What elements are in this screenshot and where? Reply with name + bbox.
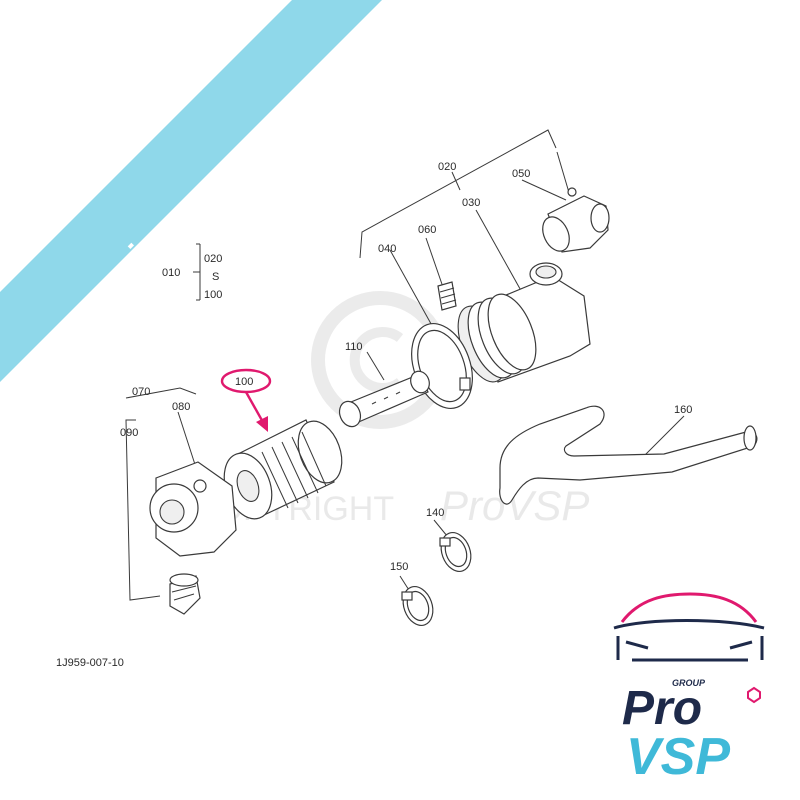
callout-030: 030 <box>462 197 480 209</box>
part-060-label <box>437 281 457 311</box>
callout-010: 010 <box>162 267 180 279</box>
callout-040: 040 <box>378 243 396 255</box>
banner-ribbon <box>0 0 382 382</box>
logo-group: GROUP <box>672 678 706 688</box>
part-140-clamp <box>439 532 472 572</box>
drawing-code: 1J959-007-10 <box>56 657 124 669</box>
callout-020: 020 <box>438 161 456 173</box>
logo-vsp: VSP <box>626 728 730 786</box>
callout-140: 140 <box>426 507 444 519</box>
callout-100: 100 <box>235 376 253 388</box>
car-icon <box>613 592 765 662</box>
logo-pro: Pro <box>622 682 702 735</box>
hex-bolt-icon <box>747 686 761 704</box>
callout-080: 080 <box>172 401 190 413</box>
highlight-arrow <box>244 391 266 425</box>
part-050-elbow <box>542 187 610 253</box>
callout-160: 160 <box>674 404 692 416</box>
part-160-hose <box>499 405 758 505</box>
callout-150: 150 <box>390 561 408 573</box>
callout-050: 050 <box>512 168 530 180</box>
callout-110: 110 <box>345 341 363 353</box>
callout-range-start: 020 <box>204 253 222 265</box>
part-070-cover <box>149 461 237 557</box>
part-100-main-element <box>223 419 343 520</box>
provsp-logo: GROUP Pro VSP <box>613 592 765 786</box>
callout-070: 070 <box>132 386 150 398</box>
part-110-safety-element <box>338 370 430 428</box>
callout-labels: 010 020 S 100 020 030 040 050 060 070 08… <box>56 161 692 669</box>
callout-090: 090 <box>120 427 138 439</box>
part-150-clamp <box>401 586 434 626</box>
callout-range-end: 100 <box>204 289 222 301</box>
highlight-100 <box>220 368 272 432</box>
callout-060: 060 <box>418 224 436 236</box>
part-090-valve <box>169 573 201 615</box>
callout-range-sep: S <box>212 271 219 283</box>
